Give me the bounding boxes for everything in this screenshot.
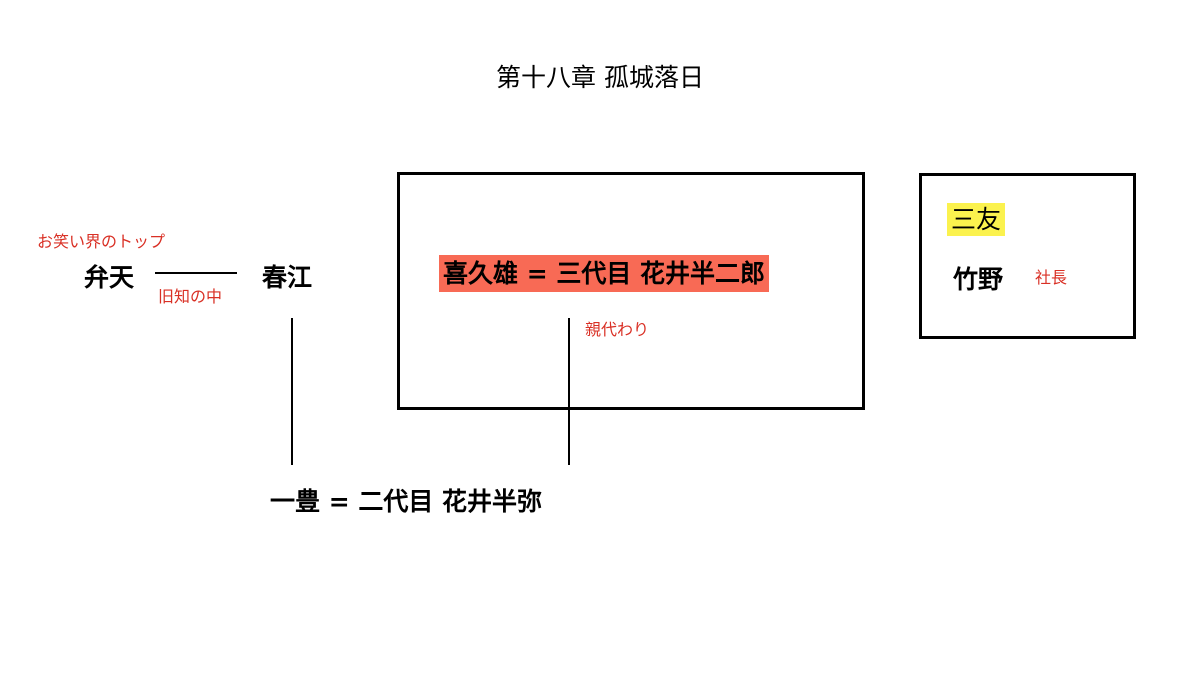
kikuo-to-kazutoyo-line xyxy=(568,318,570,465)
mitomo-group-box xyxy=(919,173,1136,339)
kikuo-highlight: 喜久雄 = 三代目 花井半二郎 xyxy=(439,255,770,292)
friendship-line xyxy=(155,272,237,274)
benten-note: お笑い界のトップ xyxy=(37,232,166,251)
node-kikuo: 喜久雄 = 三代目 花井半二郎 xyxy=(439,254,770,292)
president-label: 社長 xyxy=(1035,268,1068,287)
kikuo-group-box xyxy=(397,172,865,410)
node-harue: 春江 xyxy=(262,263,313,292)
harue-to-kazutoyo-line xyxy=(291,318,293,465)
node-mitomo: 三友 xyxy=(947,200,1006,236)
old-friends-label: 旧知の中 xyxy=(158,287,223,306)
mitomo-highlight: 三友 xyxy=(947,203,1006,236)
node-benten: 弁天 xyxy=(84,263,135,292)
parent-replacement-label: 親代わり xyxy=(585,320,650,339)
chapter-title: 第十八章 孤城落日 xyxy=(496,63,704,92)
node-takeno: 竹野 xyxy=(953,265,1004,294)
node-kazutoyo: 一豊 = 二代目 花井半弥 xyxy=(270,487,543,516)
